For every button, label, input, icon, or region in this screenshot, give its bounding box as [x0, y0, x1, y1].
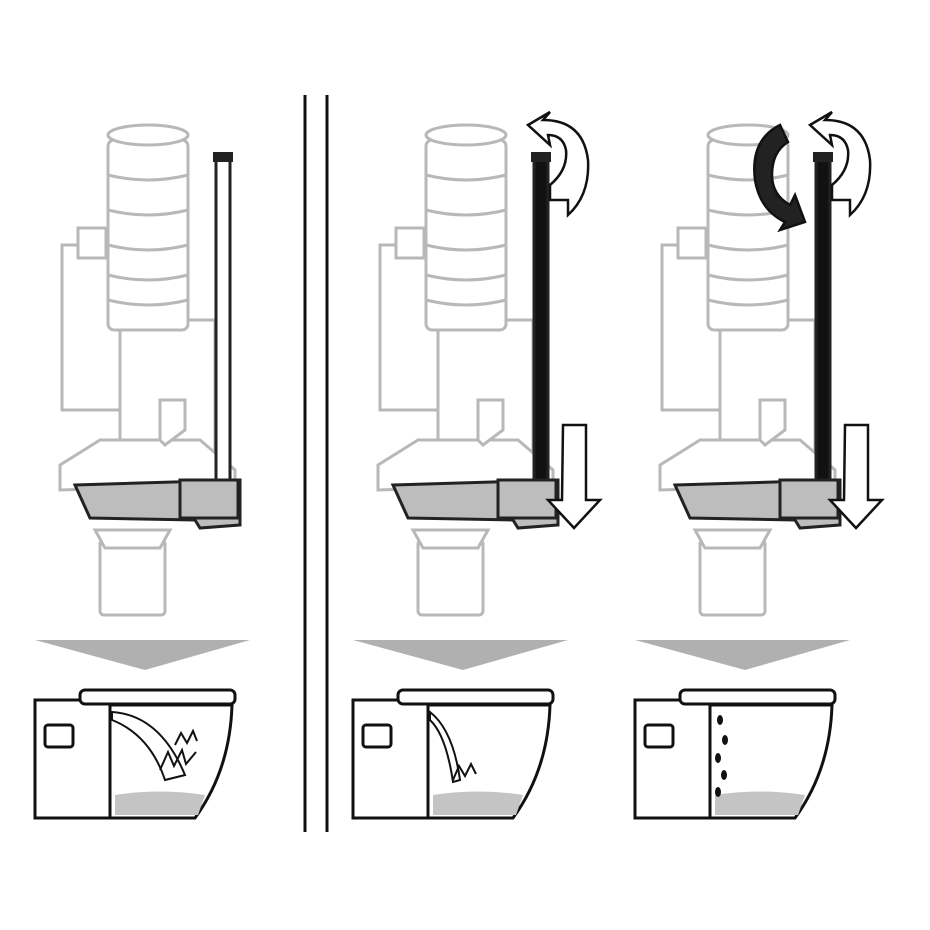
- outlet-seal: [410, 528, 491, 550]
- outlet-seal: [692, 528, 773, 550]
- adjustment-stem: [532, 156, 550, 482]
- water-drop: [715, 787, 721, 797]
- toilet: [33, 688, 237, 820]
- water-drop: [717, 715, 723, 725]
- outlet-pipe: [98, 538, 167, 617]
- down-arrow-icon: [545, 423, 603, 530]
- valve-clip: [676, 226, 708, 260]
- stem-cap: [213, 152, 233, 162]
- valve-lever: [158, 398, 187, 447]
- valve-tube-ribs: [425, 173, 507, 307]
- outlet-seal: [92, 528, 173, 550]
- water-jet: [429, 709, 462, 784]
- water-drop: [715, 753, 721, 763]
- water-drop: [722, 735, 728, 745]
- valve-lever: [476, 398, 505, 447]
- flow-arrow: [35, 640, 250, 670]
- valve-lever: [758, 398, 787, 447]
- toilet-button: [361, 723, 393, 749]
- valve-tube-top: [106, 123, 190, 147]
- panel-3: [633, 110, 885, 820]
- toilet-bowl: [426, 703, 552, 820]
- valve-tube-ribs: [107, 173, 189, 307]
- valve-tube-top: [424, 123, 508, 147]
- flush-valve: [376, 123, 560, 617]
- valve-clip: [394, 226, 426, 260]
- flow-arrow: [353, 640, 568, 670]
- water-drop: [721, 770, 727, 780]
- toilet-lid: [678, 688, 837, 706]
- toilet-lid: [396, 688, 555, 706]
- toilet-cistern-wall: [351, 698, 430, 820]
- water-jet: [111, 710, 187, 782]
- valve-clip: [76, 226, 108, 260]
- rotate-counterclockwise-arrow-icon: [753, 123, 807, 233]
- stem-collar: [178, 478, 240, 520]
- toilet-button: [643, 723, 675, 749]
- outlet-pipe: [416, 538, 485, 617]
- toilet-cistern-wall: [33, 698, 112, 820]
- valve-flange: [376, 438, 555, 492]
- bowl-water: [115, 791, 205, 815]
- valve-flange: [658, 438, 837, 492]
- valve-flange: [58, 438, 237, 492]
- flush-water: [429, 709, 477, 784]
- stem-cap: [813, 152, 833, 162]
- rotate-clockwise-arrow-icon: [525, 110, 590, 218]
- bowl-water: [433, 791, 523, 815]
- adjustment-stem: [814, 156, 832, 482]
- flow-arrow: [635, 640, 850, 670]
- splash: [174, 728, 198, 746]
- bowl-water: [715, 791, 805, 815]
- down-arrow-icon: [827, 423, 885, 530]
- toilet: [633, 688, 837, 820]
- flush-water: [715, 715, 728, 797]
- toilet-lid: [78, 688, 237, 706]
- toilet-cistern-wall: [633, 698, 712, 820]
- adjustment-stem: [214, 156, 232, 482]
- toilet: [351, 688, 555, 820]
- splash: [452, 761, 477, 781]
- splash: [159, 747, 197, 771]
- outlet-pipe: [698, 538, 767, 617]
- panel-2: [351, 110, 603, 820]
- flush-valve: [58, 123, 242, 617]
- toilet-bowl: [708, 703, 834, 820]
- stem-cap: [531, 152, 551, 162]
- panel-1: [33, 123, 250, 820]
- flush-water: [111, 710, 198, 782]
- rotate-clockwise-arrow-icon: [807, 110, 872, 218]
- flush-valve: [658, 123, 842, 617]
- toilet-button: [43, 723, 75, 749]
